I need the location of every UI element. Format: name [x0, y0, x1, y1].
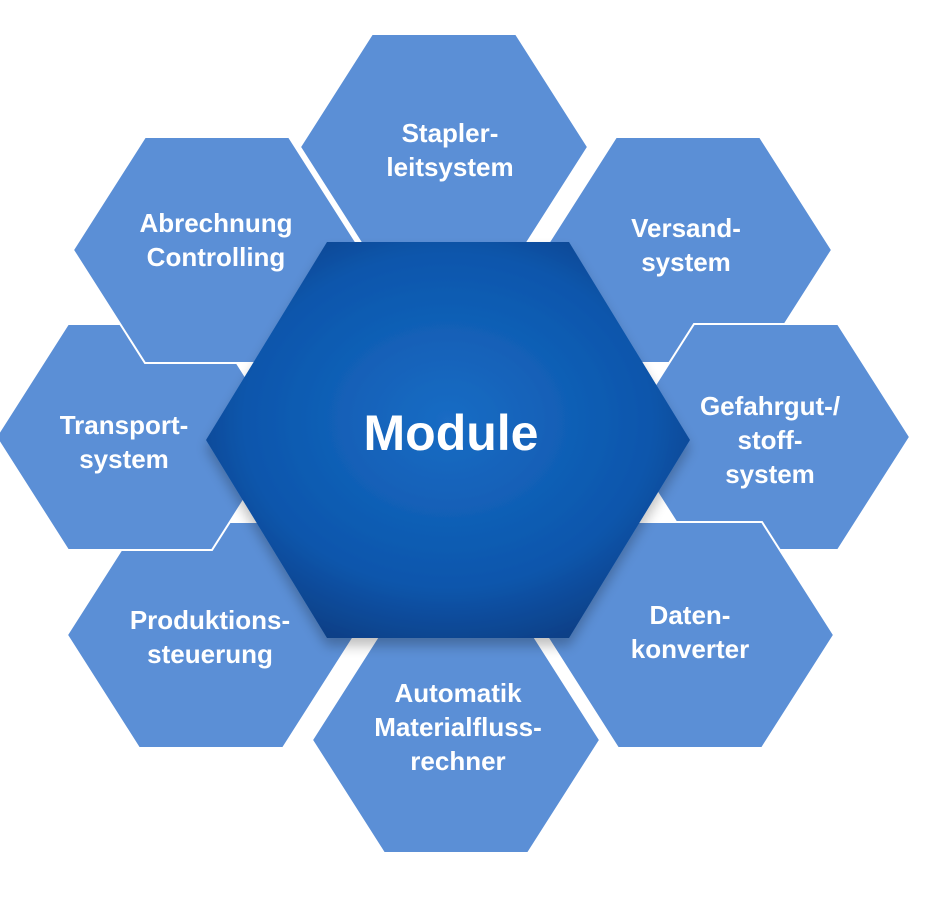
center-title: Module [364, 405, 539, 461]
center-hex-module: Module [206, 242, 690, 638]
module-label-line: Abrechnung [139, 208, 292, 238]
module-hex-produktions-steuerung: Produktions-steuerung [65, 521, 357, 749]
module-label-line: Transport- [60, 410, 189, 440]
module-label-line: Versand- [631, 213, 741, 243]
module-label-line: Controlling [147, 242, 286, 272]
module-label-line: Automatik [394, 678, 522, 708]
module-label-line: Stapler- [402, 118, 499, 148]
module-hex-gefahrgut-system: Gefahrgut-/ stoff-system [620, 323, 912, 551]
module-label-line: Materialfluss- [374, 712, 542, 742]
center-hexagon-group: Module [206, 242, 690, 638]
module-label-line: stoff- [738, 425, 803, 455]
module-label-line: Produktions- [130, 605, 290, 635]
module-label-line: Daten- [650, 600, 731, 630]
module-label-line: rechner [410, 746, 505, 776]
module-label-line: system [79, 444, 169, 474]
module-label-line: Gefahrgut-/ [700, 391, 840, 421]
module-label-line: system [725, 459, 815, 489]
module-label-line: steuerung [147, 639, 273, 669]
module-hex-daten-konverter: Daten-konverter [544, 521, 836, 749]
module-label-line: leitsystem [386, 152, 513, 182]
module-label-line: konverter [631, 634, 750, 664]
center-hex-shape [206, 242, 690, 638]
module-label-line: system [641, 247, 731, 277]
module-hex-stapler-leitsystem: Stapler-leitsystem [298, 33, 590, 261]
